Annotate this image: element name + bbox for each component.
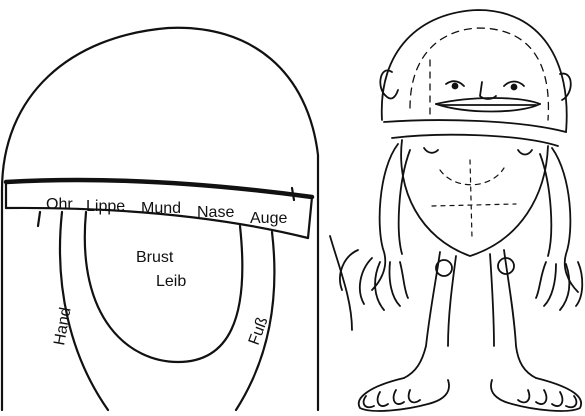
figure-right-pupil xyxy=(512,85,517,90)
figure-chin-band xyxy=(384,120,566,132)
figure-nipple-right xyxy=(518,150,532,155)
homunculus-figure xyxy=(330,10,582,411)
figure-right-arm-inner xyxy=(540,154,551,256)
figure-right-toes xyxy=(518,390,576,407)
figure-left-hand xyxy=(360,258,408,310)
label-foot: Fuß xyxy=(246,315,272,348)
figure-nose xyxy=(480,82,496,99)
band-label-mouth: Mund xyxy=(141,200,181,217)
ear-tick xyxy=(38,212,40,226)
figure-chin-band-lower xyxy=(392,135,558,146)
figure-head-outline xyxy=(382,10,567,132)
figure-abdomen-dashed xyxy=(440,168,504,185)
band-label-ear: Ohr xyxy=(46,196,73,213)
band-label-eye: Auge xyxy=(250,210,287,227)
figure-left-arm xyxy=(372,144,398,290)
head-band-right-cap xyxy=(308,197,312,238)
head-band-top-edge xyxy=(6,180,312,197)
band-label-group: Ohr Lippe Mund Nase Auge xyxy=(46,196,287,227)
figure-right-hand xyxy=(536,262,582,310)
figure-abdomen-center xyxy=(470,160,472,238)
label-belly: Leib xyxy=(156,273,186,290)
figure-left-arm-inner xyxy=(399,150,410,254)
figure-head-dashed xyxy=(410,28,548,120)
figure-left-leg xyxy=(404,252,440,378)
figure-upper-lip xyxy=(436,98,540,104)
figure-torso xyxy=(401,140,548,256)
band-label-nose: Nase xyxy=(197,204,234,221)
figure-nipple-left xyxy=(424,148,438,153)
eye-tick xyxy=(292,188,294,200)
label-hand: Hand xyxy=(51,306,74,347)
figure-left-thumb xyxy=(340,250,358,290)
figure-left-pupil xyxy=(453,84,458,89)
band-label-lip: Lippe xyxy=(86,198,125,215)
figure-left-toes xyxy=(364,390,420,407)
figure-right-leg-inner xyxy=(490,254,494,346)
figure-abdomen-cross xyxy=(432,204,516,206)
label-chest: Brust xyxy=(136,249,174,266)
figure-right-leg xyxy=(504,250,536,378)
